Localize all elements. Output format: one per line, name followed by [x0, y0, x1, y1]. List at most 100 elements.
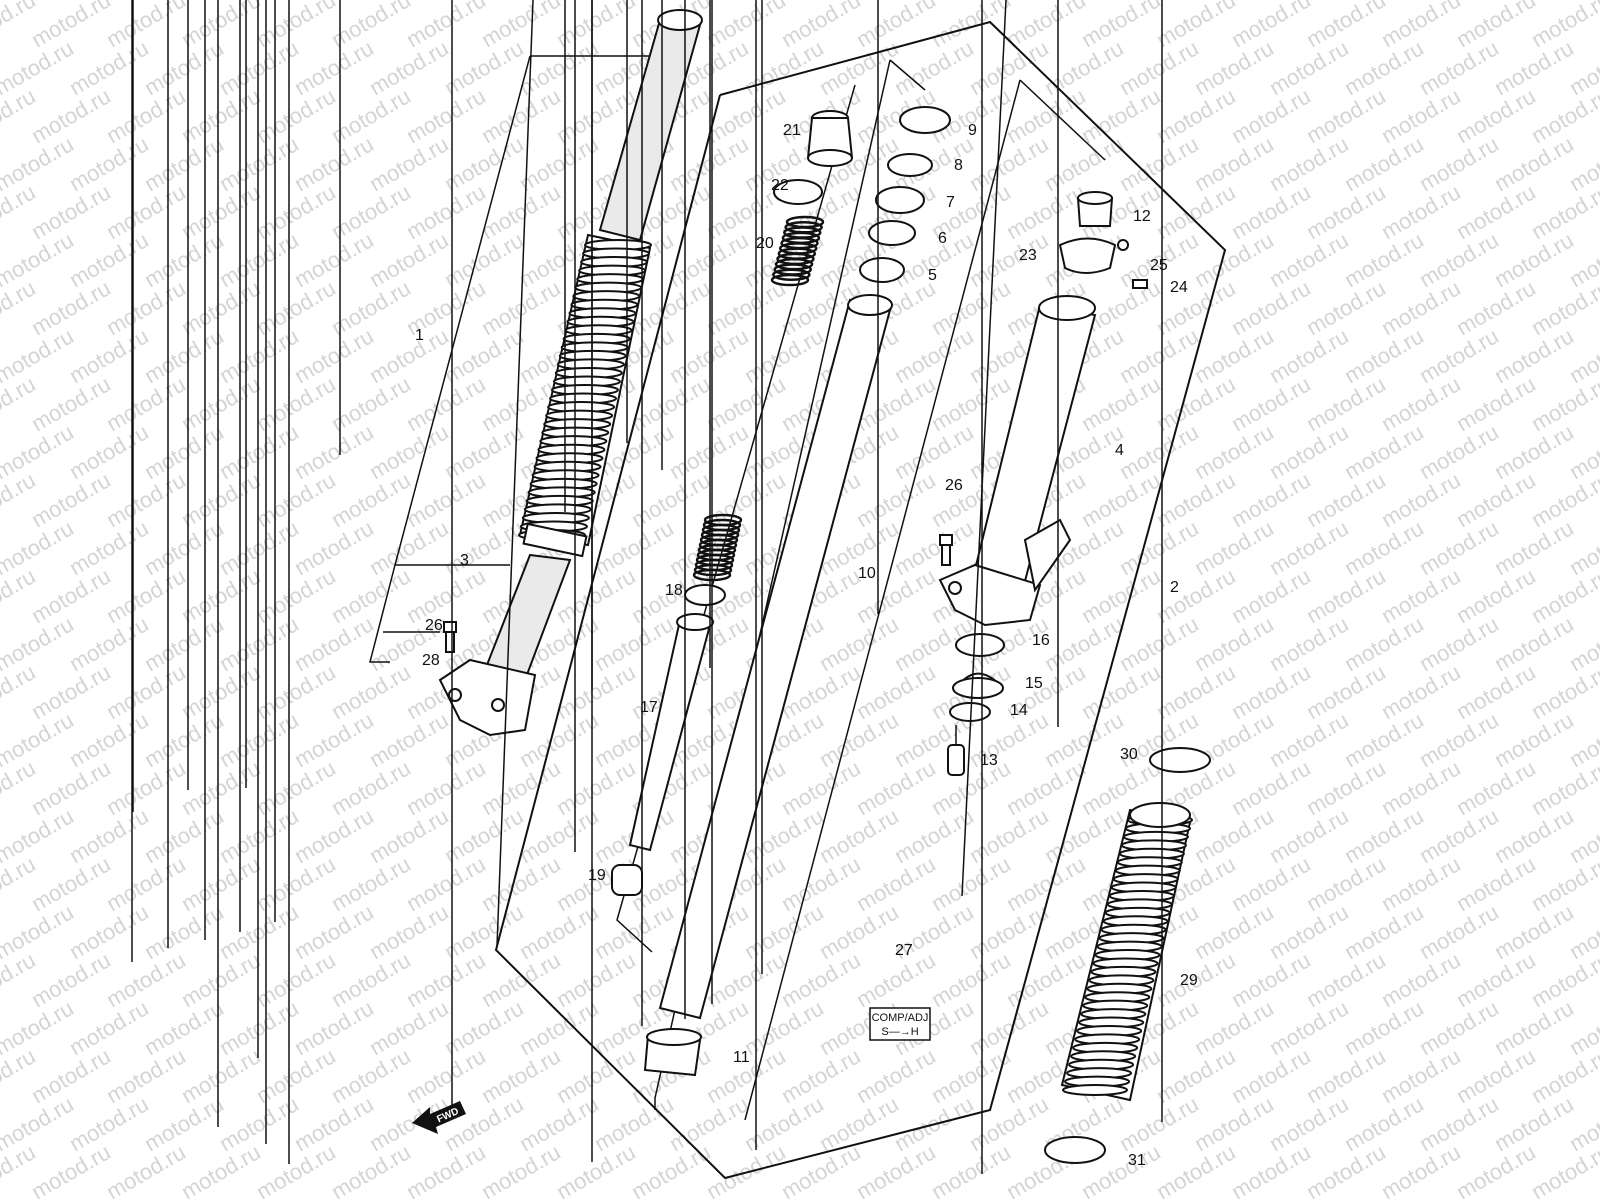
watermark-text: motod.ru	[777, 1043, 865, 1108]
watermark-text: motod.ru	[27, 0, 115, 52]
watermark-text: motod.ru	[1377, 659, 1465, 724]
watermark-text: motod.ru	[1227, 755, 1315, 820]
watermark-text: motod.ru	[1190, 995, 1278, 1060]
watermark-text: motod.ru	[815, 35, 903, 100]
label-27-box: COMP/ADJ S—→H	[869, 1007, 931, 1041]
callout-label-8: 8	[954, 157, 963, 174]
watermark-text: motod.ru	[102, 179, 190, 244]
upper-clamp-parts	[1058, 191, 1148, 289]
watermark-text: motod.ru	[665, 419, 753, 484]
callout-label-18: 18	[665, 582, 683, 599]
watermark-text: motod.ru	[1377, 1139, 1465, 1200]
watermark-text: motod.ru	[477, 179, 565, 244]
watermark-text: motod.ru	[27, 1043, 115, 1108]
watermark-text: motod.ru	[140, 35, 228, 100]
watermark-text: motod.ru	[1152, 659, 1240, 724]
watermark-text: motod.ru	[1302, 1043, 1390, 1108]
watermark-text: motod.ru	[1265, 323, 1353, 388]
watermark-text: motod.ru	[1340, 707, 1428, 772]
watermark-text: motod.ru	[1302, 947, 1390, 1012]
callout-label-27: 27	[895, 942, 913, 959]
watermark-text: motod.ru	[1340, 131, 1428, 196]
watermark-text: motod.ru	[702, 371, 790, 436]
callout-label-15: 15	[1025, 675, 1043, 692]
part-5-bushing	[859, 257, 905, 283]
watermark-text: motod.ru	[102, 947, 190, 1012]
watermark-text: motod.ru	[1227, 1043, 1315, 1108]
watermark-text: motod.ru	[102, 755, 190, 820]
watermark-text: motod.ru	[402, 851, 490, 916]
lower-boot-parts	[1044, 747, 1211, 1164]
watermark-text: motod.ru	[1490, 1091, 1578, 1156]
callout-label-28: 28	[422, 652, 440, 669]
watermark-text: motod.ru	[665, 227, 753, 292]
watermark-text: motod.ru	[290, 1091, 378, 1156]
watermark-text: motod.ru	[1377, 371, 1465, 436]
callout-label-5: 5	[928, 267, 937, 284]
watermark-text: motod.ru	[440, 323, 528, 388]
watermark-text: motod.ru	[1190, 35, 1278, 100]
watermark-text: motod.ru	[27, 659, 115, 724]
watermark-text: motod.ru	[477, 851, 565, 916]
callout-label-26a: 26	[425, 617, 443, 634]
watermark-text: motod.ru	[1415, 227, 1503, 292]
watermark-text: motod.ru	[777, 947, 865, 1012]
watermark-text: motod.ru	[1452, 83, 1540, 148]
watermark-text: motod.ru	[365, 323, 453, 388]
watermark-text: motod.ru	[1490, 899, 1578, 964]
watermark-text: motod.ru	[702, 1139, 790, 1200]
watermark-text: motod.ru	[1377, 83, 1465, 148]
watermark-text: motod.ru	[1452, 563, 1540, 628]
watermark-text: motod.ru	[1152, 371, 1240, 436]
watermark-text: motod.ru	[1490, 419, 1578, 484]
watermark-text: motod.ru	[1040, 35, 1128, 100]
watermark-text: motod.ru	[740, 899, 828, 964]
watermark-text: motod.ru	[1227, 0, 1315, 52]
watermark-text: motod.ru	[252, 563, 340, 628]
part-16-o-ring	[955, 633, 1005, 657]
watermark-text: motod.ru	[1040, 707, 1128, 772]
part-23-clamp	[1058, 237, 1117, 274]
callout-label-6: 6	[938, 230, 947, 247]
part-4-tube-top	[1038, 295, 1096, 321]
watermark-text: motod.ru	[65, 35, 153, 100]
inner-bracket-left	[744, 79, 1021, 1121]
watermark-text: motod.ru	[65, 131, 153, 196]
watermark-text: motod.ru	[1340, 515, 1428, 580]
watermark-text: motod.ru	[65, 1091, 153, 1156]
watermark-text: motod.ru	[552, 1139, 640, 1200]
part-31-circlip	[1044, 1136, 1106, 1164]
watermark-text: motod.ru	[515, 803, 603, 868]
watermark-text: motod.ru	[177, 371, 265, 436]
part-11-top	[646, 1028, 702, 1046]
watermark-text: motod.ru	[627, 371, 715, 436]
watermark-text: motod.ru	[1340, 35, 1428, 100]
watermark-text: motod.ru	[1452, 275, 1540, 340]
watermark-text: motod.ru	[852, 0, 940, 52]
watermark-text: motod.ru	[290, 35, 378, 100]
watermark-text: motod.ru	[965, 1091, 1053, 1156]
watermark-text: motod.ru	[252, 467, 340, 532]
watermark-text: motod.ru	[1415, 323, 1503, 388]
watermark-text: motod.ru	[1490, 803, 1578, 868]
watermark-text: motod.ru	[65, 227, 153, 292]
watermark-text: motod.ru	[1302, 179, 1390, 244]
watermark-text: motod.ru	[515, 35, 603, 100]
part-26-bolt-right	[939, 534, 953, 566]
watermark-text: motod.ru	[365, 35, 453, 100]
callout-label-12: 12	[1133, 208, 1151, 225]
watermark-text: motod.ru	[1152, 467, 1240, 532]
watermark-text: motod.ru	[552, 947, 640, 1012]
watermark-text: motod.ru	[1490, 35, 1578, 100]
part-10-tube-top	[847, 294, 893, 316]
watermark-text: motod.ru	[252, 659, 340, 724]
watermark-text: motod.ru	[402, 0, 490, 52]
watermark-text: motod.ru	[890, 419, 978, 484]
watermark-text: motod.ru	[1452, 947, 1540, 1012]
watermark-text: motod.ru	[702, 275, 790, 340]
part-9-dust-seal	[899, 106, 951, 134]
watermark-text: motod.ru	[1115, 35, 1203, 100]
watermark-text: motod.ru	[365, 995, 453, 1060]
watermark-text: motod.ru	[1227, 563, 1315, 628]
